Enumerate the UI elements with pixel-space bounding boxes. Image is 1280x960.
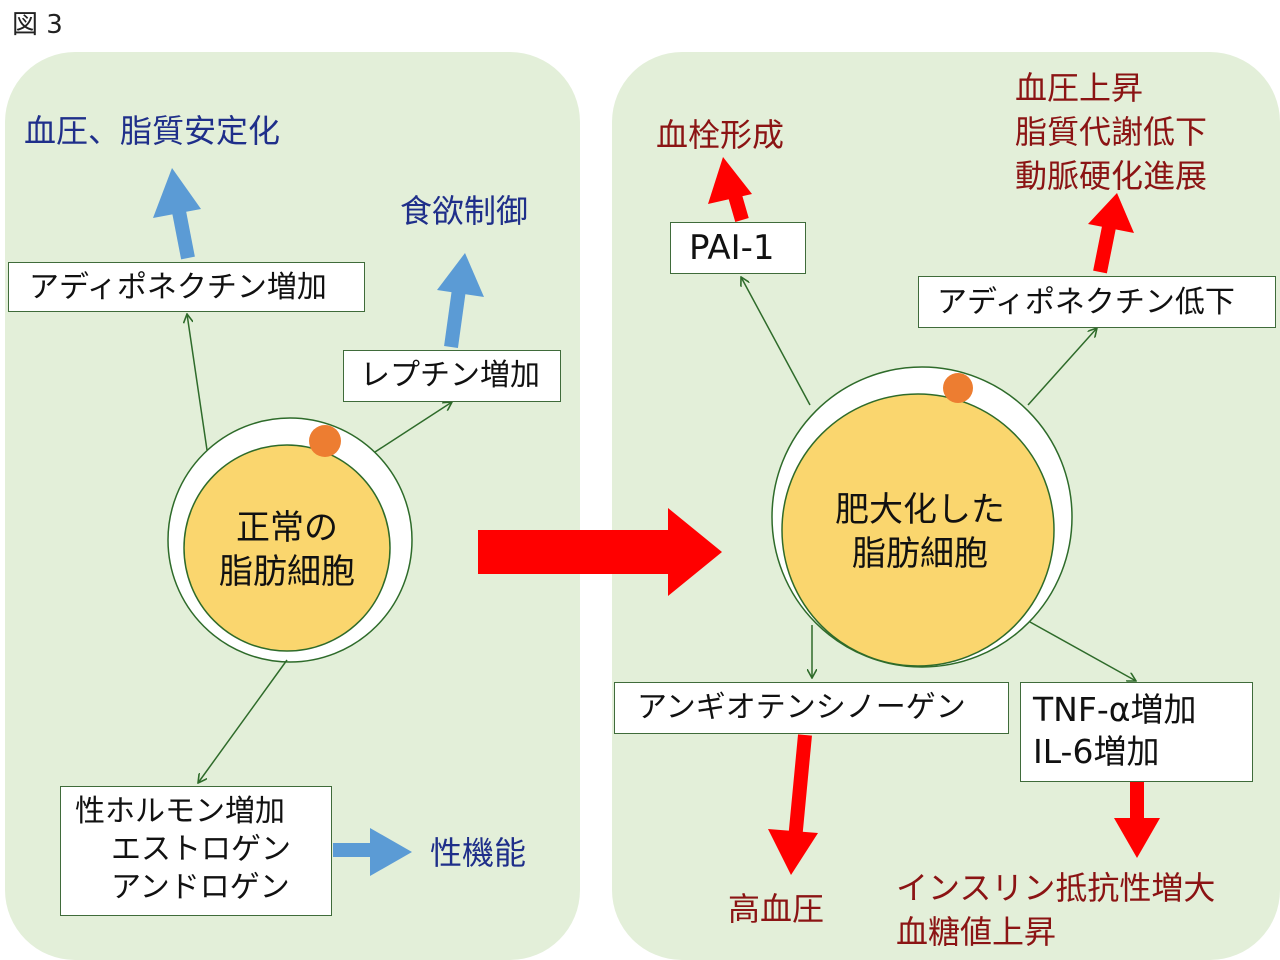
insulin-resistance-effects: インスリン抵抗性増大 血糖値上昇 xyxy=(896,866,1215,954)
hypertension-label: 高血圧 xyxy=(728,890,825,928)
effect-blood-pressure-rise: 血圧上昇 xyxy=(1015,69,1144,107)
sex-hormone-line2: エストロゲン xyxy=(111,832,291,867)
effect-lipid-metabolism-decline: 脂質代謝低下 xyxy=(1015,113,1208,151)
normal-cell-nucleus xyxy=(309,425,341,457)
normal-cell-lipid xyxy=(183,444,391,652)
angiotensinogen-box: アンギオテンシノーゲン xyxy=(614,682,1009,734)
hypertrophic-cell-label-line1: 肥大化した xyxy=(835,490,1005,530)
adiponectin-increase-box: アディポネクチン増加 xyxy=(8,262,365,312)
red-arrow-pai-effect-head xyxy=(708,157,752,204)
normal-cell-label-line1: 正常の xyxy=(236,508,338,548)
adiponectin-decrease-effects: 血圧上昇 脂質代謝低下 動脈硬化進展 xyxy=(1015,66,1207,198)
red-arrow-adipo-effect-head xyxy=(1088,193,1134,233)
red-arrow-adipo-effect xyxy=(1093,220,1117,274)
effect-blood-glucose-rise: 血糖値上昇 xyxy=(896,913,1057,951)
red-transition-arrow xyxy=(478,508,722,596)
figure-label: 図 3 xyxy=(12,10,63,40)
arrow-to-cytokines xyxy=(1029,621,1136,681)
sex-hormone-line1: 性ホルモン増加 xyxy=(75,794,285,829)
hypertrophic-cell-label: 肥大化した 脂肪細胞 xyxy=(810,488,1030,576)
hypertrophic-cell-label-line2: 脂肪細胞 xyxy=(852,534,988,574)
leptin-effect-label: 食欲制御 xyxy=(400,192,529,230)
arrow-to-sex-hormone xyxy=(198,659,288,783)
leptin-increase-box: レプチン増加 xyxy=(343,350,561,402)
red-arrow-angio-effect xyxy=(788,734,812,841)
tnf-alpha-line: TNF-α増加 xyxy=(1033,690,1197,729)
arrow-to-adiponectin-up xyxy=(187,314,208,451)
sex-hormone-box: 性ホルモン増加 エストロゲン アンドロゲン xyxy=(60,786,332,916)
effect-atherosclerosis-progression: 動脈硬化進展 xyxy=(1015,157,1208,195)
blue-arrow-sex-effect-head xyxy=(370,828,412,876)
red-arrow-cyto-effect-head xyxy=(1114,818,1160,858)
il6-line: IL-6増加 xyxy=(1033,732,1160,771)
pai1-box: PAI-1 xyxy=(670,222,806,274)
arrow-to-leptin xyxy=(374,402,452,453)
blue-arrow-adiponectin-effect-head xyxy=(153,168,201,218)
cytokine-box: TNF-α増加 IL-6増加 xyxy=(1020,682,1253,782)
red-arrow-angio-effect-head xyxy=(768,829,818,875)
hypertrophic-cell-nucleus xyxy=(943,373,973,403)
adiponectin-effect-label: 血圧、脂質安定化 xyxy=(24,112,281,150)
blue-arrow-leptin-effect-head xyxy=(437,253,484,297)
sex-function-label: 性機能 xyxy=(430,834,527,872)
adiponectin-decrease-box: アディポネクチン低下 xyxy=(918,276,1276,328)
normal-cell-label: 正常の 脂肪細胞 xyxy=(197,506,377,594)
hypertrophic-cell-lipid xyxy=(781,393,1055,667)
arrow-to-adiponectin-down xyxy=(1027,328,1097,406)
arrow-to-pai1 xyxy=(741,277,811,406)
effect-insulin-resistance: インスリン抵抗性増大 xyxy=(896,869,1216,907)
thrombus-label: 血栓形成 xyxy=(656,116,785,154)
normal-cell-label-line2: 脂肪細胞 xyxy=(219,552,355,592)
sex-hormone-line3: アンドロゲン xyxy=(111,870,290,905)
